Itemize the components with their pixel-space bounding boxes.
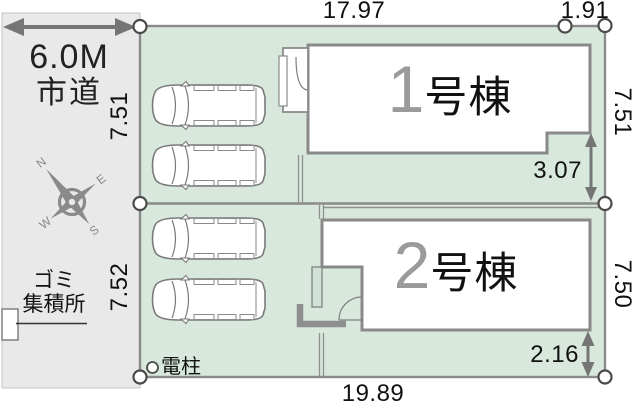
road-type-label: 市道 [36,75,102,110]
car-icon [151,213,266,264]
car-icon [151,80,266,131]
road-label: 6.0M 市道 [6,40,132,108]
dimension-building1-offset: 3.07 [533,157,582,184]
road-width-arrow-icon [3,18,136,36]
building-1-suffix: 号棟 [424,74,513,122]
building-1-outline [306,43,592,155]
dimension-right-lower: 7.50 [609,259,636,309]
building-2-label: 2号棟 [322,232,590,298]
survey-point-markers [132,17,613,385]
building-1-entrance [278,47,309,113]
entrance-step [296,304,346,328]
building-2-entrance [296,266,363,328]
garbage-label-line2: 集積所 [22,293,86,316]
dimension-building2-offset: 2.16 [530,341,579,368]
building-1-number: 1 [387,52,425,126]
road-width-label: 6.0M [29,38,109,76]
building-2-number: 2 [393,228,431,302]
door-swing-icon [295,56,308,91]
dimension-right-upper: 7.51 [609,87,636,137]
dimension-left-lower: 7.52 [106,262,133,312]
utility-pole-label: 電柱 [161,356,201,378]
building-1-label: 1号棟 [310,56,590,122]
fence-lines [297,155,325,376]
dimension-arrow-2-16 [581,331,595,377]
dimension-bottom: 19.89 [341,380,405,407]
utility-pole-marker [146,361,159,374]
dimension-top-right: 1.91 [560,0,610,24]
building-2-suffix: 号棟 [430,250,519,298]
dimension-top-main: 17.97 [322,0,386,24]
dimension-arrow-3-07 [585,133,597,201]
car-icon [151,274,266,325]
car-icon [151,140,266,191]
garbage-collection-label: ゴミ 集積所 [8,269,100,317]
garbage-box [1,308,19,341]
garbage-label-line1: ゴミ [33,269,75,292]
door-swing-icon [338,296,363,321]
